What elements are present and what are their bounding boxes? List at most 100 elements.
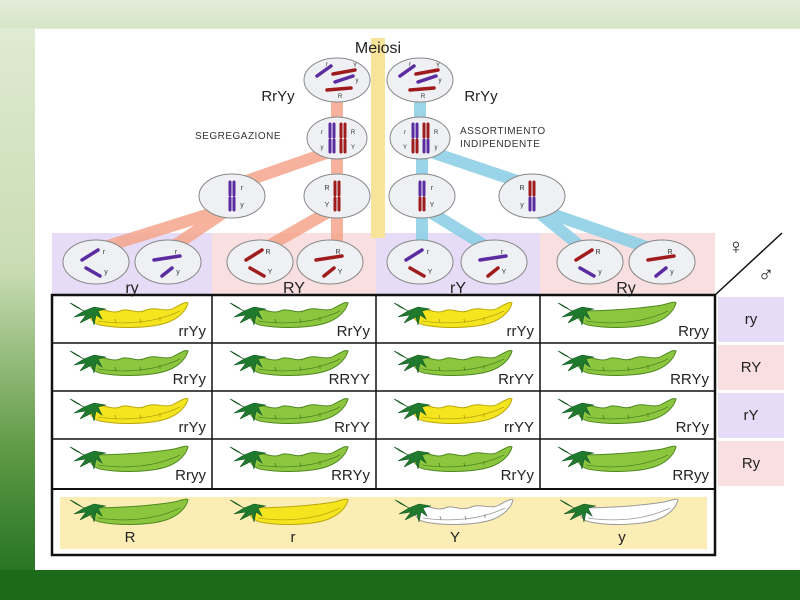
female-symbol: ♀ [728, 234, 745, 259]
gamete-cell: RY [296, 239, 364, 285]
row-bg-ry [718, 297, 784, 342]
punnett-cell: rrYy [69, 398, 206, 436]
allele-label: r [404, 130, 406, 136]
allele-label: Y [430, 202, 435, 209]
pod-seam [97, 507, 181, 521]
allele-label: Y [338, 269, 343, 276]
pod-body [249, 446, 349, 472]
allele-label: r [103, 249, 106, 256]
pod-body [414, 499, 514, 525]
punnett-cell: RrYY [393, 350, 534, 388]
row-bg-Ry [718, 441, 784, 486]
pea-pod-icon [69, 498, 189, 525]
chromosome [398, 64, 416, 78]
genotype-label: Rryy [175, 467, 206, 484]
pod-body [89, 350, 189, 376]
gamete-cell: Ry [556, 239, 624, 285]
punnett-cell: RRYy [229, 446, 370, 484]
pod-body [413, 398, 513, 424]
gamete-cell: Ry [628, 239, 696, 285]
pod-body [579, 498, 679, 525]
pod-body [577, 301, 677, 328]
central-path [371, 38, 385, 238]
pod-seam [97, 406, 181, 420]
cell-ellipse [628, 239, 696, 285]
gamete-row-label: rY [744, 407, 759, 424]
chromosome [416, 74, 438, 84]
pod-body [413, 302, 513, 328]
gamete-column-label: ry [125, 280, 138, 297]
chromosome [325, 86, 353, 92]
pod-seam [585, 310, 669, 324]
second-division-cell: ry [198, 173, 266, 219]
pea-pod-icon [557, 445, 677, 472]
path-line [530, 201, 657, 256]
chromosome [244, 248, 264, 262]
pod-body [249, 498, 349, 525]
genotype-label: rrYy [179, 323, 207, 340]
pea-pod-icon [393, 350, 513, 376]
segregation-paths [93, 95, 343, 256]
pod-body [413, 446, 513, 472]
allele-label: y [439, 78, 442, 84]
pod-seam [585, 358, 669, 372]
allele-label: r [409, 62, 411, 68]
punnett-cell: RrYy [393, 446, 535, 484]
genotype-label: RRYy [670, 371, 709, 388]
genotype-label: RrYy [501, 467, 535, 484]
pod-stem [69, 446, 107, 470]
punnett-cell: RrYy [557, 398, 710, 436]
pod-seam [257, 454, 341, 468]
allele-label: y [670, 269, 674, 276]
pea-pod-icon [394, 499, 514, 525]
legend-item: Y [394, 499, 514, 546]
gamete-row-label: ry [745, 311, 758, 328]
chromosome [152, 254, 182, 262]
pod-body [249, 302, 349, 328]
allele-label: y [520, 202, 524, 209]
gamete-column-label: Ry [616, 280, 636, 297]
gamete-column-label: RY [283, 280, 305, 297]
pea-pod-icon [69, 350, 189, 376]
chromosome [404, 248, 424, 262]
punnett-cell: RRYy [557, 350, 709, 388]
punnett-cell: RRYY [229, 350, 370, 388]
second-division-cell: RY [303, 173, 371, 219]
punnett-cell: rrYY [393, 398, 534, 436]
pea-pod-icon [69, 445, 189, 472]
pod-seam [585, 406, 669, 420]
pod-body [577, 445, 677, 472]
legend-item: R [69, 498, 189, 546]
row-bg-rY [718, 393, 784, 438]
pod-body [89, 302, 189, 328]
pod-body [249, 350, 349, 376]
genotype-label: RrYy [676, 419, 710, 436]
allele-label: R [421, 94, 426, 100]
pod-body [89, 498, 189, 525]
genotype-label: RRyy [672, 467, 709, 484]
gamete-row-label: Ry [742, 455, 761, 472]
pod-stem [69, 302, 107, 326]
chromosome [408, 266, 426, 278]
genotype-label: RRYY [329, 371, 370, 388]
allele-label: Y [268, 269, 273, 276]
pea-pod-icon [393, 302, 513, 328]
genotype-label: RrYy [173, 371, 207, 388]
chromosome [486, 266, 500, 278]
pea-pod-icon [393, 398, 513, 424]
allele-label: R [265, 249, 270, 256]
cell-ellipse [389, 116, 451, 160]
parent-genotype-right: RrYy [464, 88, 498, 105]
pod-stem [229, 398, 267, 422]
cell-ellipse [556, 239, 624, 285]
punnett-cell: RrYy [69, 350, 207, 388]
cell-ellipse [134, 239, 202, 285]
legend-item: y [559, 498, 679, 546]
pea-pod-icon [229, 446, 349, 472]
gamete-cell: ry [134, 239, 202, 285]
pod-stem [393, 398, 431, 422]
allele-label: Y [428, 269, 433, 276]
gamete-cell: RY [226, 239, 294, 285]
